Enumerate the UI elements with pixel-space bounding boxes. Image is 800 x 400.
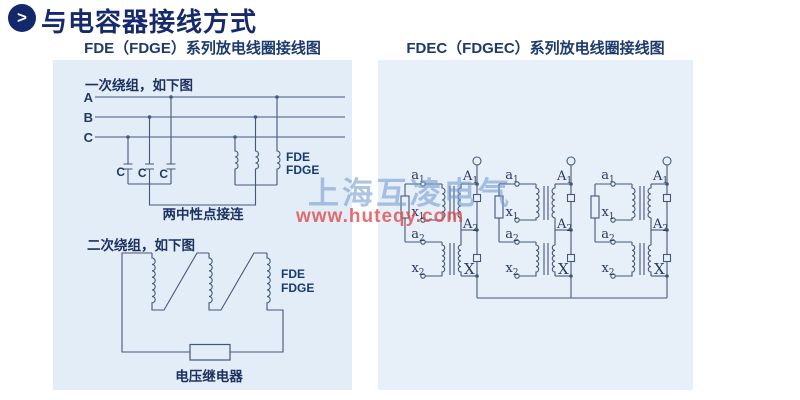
phase-bus-lines [95,96,345,138]
primary-wiring-diagram: 一次绕组，如下图 A B C C C C [84,77,345,222]
unit-2-terminal-labels: a1 x1 a2 x2 A1 A2 X [505,168,572,278]
unit-1-terminal-labels: a1 x1 a2 x2 A1 A2 X [411,168,478,278]
page-title: 与电容器接线方式 [41,7,258,37]
phase-label-c: C [84,130,94,145]
left-diagram-panel [53,60,352,390]
terminal-x2: x2 [505,261,518,278]
terminal-a2: a2 [505,227,519,244]
terminal-a2: a2 [411,227,425,244]
capacitor-label-2: C [138,166,147,180]
chevron-right-icon: > [8,4,36,32]
capacitor-bank: C C C [116,95,176,185]
terminal-A1: A1 [556,169,572,186]
delta-coil-2 [208,252,267,311]
terminal-a1: a1 [601,168,615,185]
voltage-relay-box [189,343,231,361]
terminal-A2: A2 [556,217,572,234]
coil-model-fde: FDE [286,150,310,164]
terminal-X: X [464,260,475,278]
capacitor-label-3: C [159,167,168,181]
relay-label: 电压继电器 [175,368,243,384]
terminal-a1: a1 [411,168,425,185]
terminal-a1: a1 [505,168,519,185]
phase-label-a: A [84,90,94,105]
terminal-x1: x1 [411,205,424,222]
terminal-X: X [654,260,665,278]
secondary-caption: 二次绕组，如下图 [87,237,195,253]
terminal-a2: a2 [601,227,615,244]
delta-coil-1 [151,252,209,311]
discharge-coil-bank: FDE FDGE [233,95,319,186]
terminal-x2: x2 [411,261,424,278]
right-diagram-panel [378,60,693,390]
delta-coil-3 [230,253,284,353]
fdec-units: a1 x1 a2 x2 A1 A2 X a1 x1 a2 x2 A1 A2 X … [400,156,672,299]
terminal-x1: x1 [505,205,518,222]
unit-3-terminal-labels: a1 x1 a2 x2 A1 A2 X [601,168,668,278]
primary-caption: 一次绕组，如下图 [85,77,193,93]
terminal-A1: A1 [462,169,478,186]
terminal-A2: A2 [652,217,668,234]
terminal-x2: x2 [601,261,614,278]
phase-label-b: B [84,110,93,125]
page-header: > 与电容器接线方式 [0,0,800,37]
coil-model-fdge: FDGE [286,163,319,177]
terminal-A2: A2 [462,217,478,234]
coil-model-fde-2: FDE [281,267,305,281]
coil-model-fdge-2: FDGE [281,281,314,295]
neutral-link-wire [148,184,257,206]
delta-left-wire [121,252,190,353]
capacitor-label-1: C [116,165,125,179]
right-panel-title: FDEC（FDGEC）系列放电线圈接线图 [406,40,665,57]
terminal-X: X [558,260,569,278]
neutral-note: 两中性点接连 [163,206,244,222]
left-panel-title: FDE（FDGE）系列放电线圈接线图 [84,40,321,57]
secondary-winding-diagram: 二次绕组，如下图 FDE FDGE 电压继电器 [87,237,314,384]
terminal-A1: A1 [652,169,668,186]
terminal-x1: x1 [601,205,614,222]
